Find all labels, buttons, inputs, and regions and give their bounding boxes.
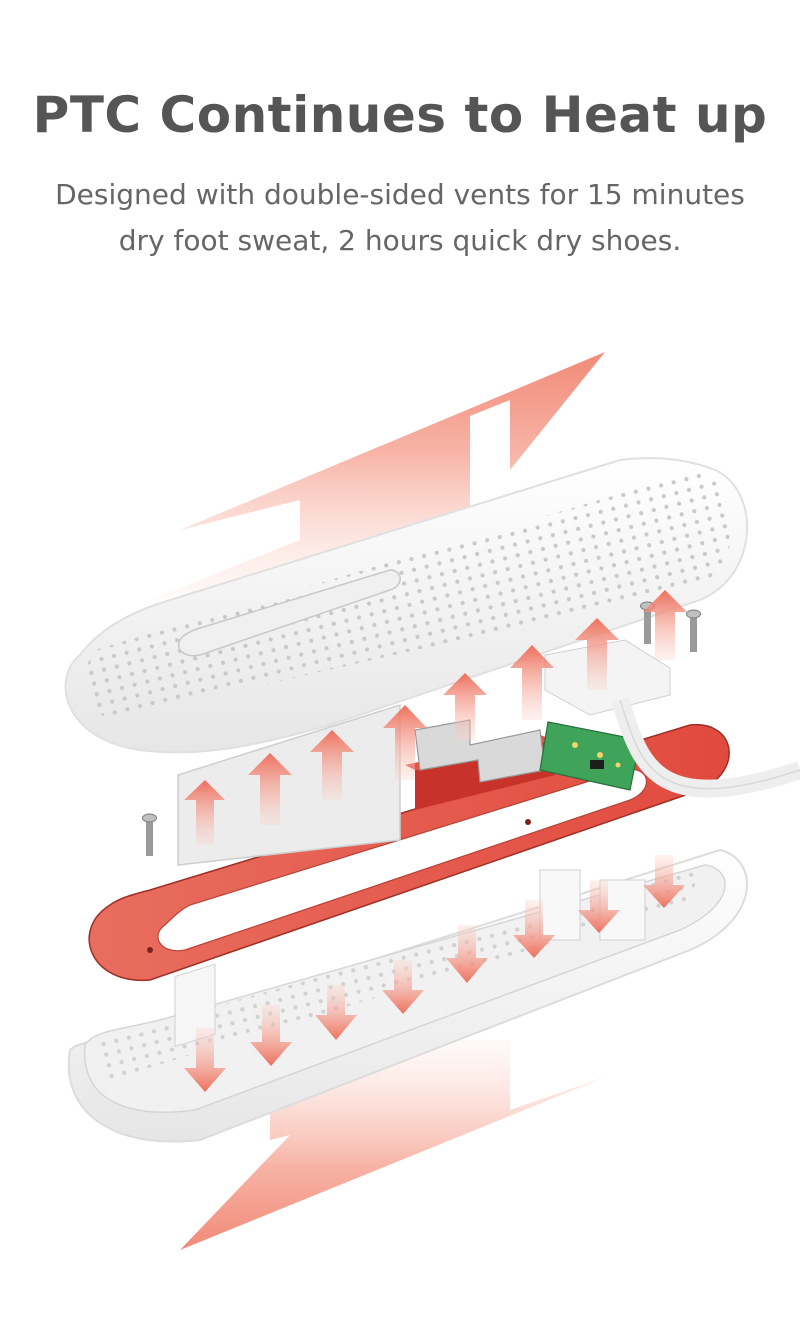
exploded-view-illustration — [64, 352, 800, 1250]
control-circuit-board — [539, 721, 641, 791]
small-up-arrows — [184, 590, 687, 845]
subtitle-line-2: dry foot sweat, 2 hours quick dry shoes. — [118, 224, 682, 257]
bracket-and-cable — [544, 639, 800, 798]
screw-right-2 — [686, 609, 701, 652]
screw-left — [142, 813, 157, 856]
page-title: PTC Continues to Heat up — [32, 86, 768, 144]
top-vented-shell — [64, 457, 749, 754]
upward-airflow-arrow — [150, 352, 605, 600]
subtitle-line-1: Designed with double-sided vents for 15 … — [55, 178, 745, 211]
page-subtitle: Designed with double-sided vents for 15 … — [40, 172, 760, 264]
small-down-arrows — [184, 855, 685, 1092]
ptc-heater-plate — [88, 719, 730, 981]
